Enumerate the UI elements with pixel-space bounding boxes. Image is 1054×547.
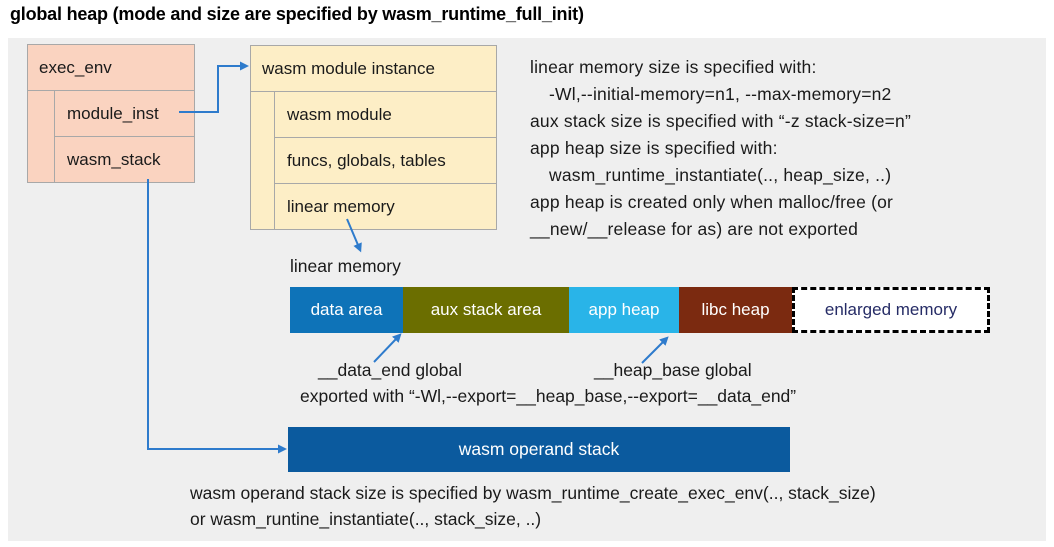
module-instance-row-linear-memory: linear memory [287,197,395,216]
note-line: -Wl,--initial-memory=n1, --max-memory=n2 [549,84,892,104]
wasm-module-instance-header: wasm module instance [251,46,496,92]
exec-env-box: exec_env module_inst wasm_stack [27,44,195,183]
note-line: aux stack size is specified with “-z sta… [530,111,912,131]
wasm-module-instance-indent [251,92,275,229]
exec-env-row-wasm-stack: wasm_stack [67,150,161,169]
size-notes-block: linear memory size is specified with: -W… [530,54,911,243]
note-line: __new/__release for as) are not exported [530,219,859,239]
linear-memory-bar: data area aux stack area app heap libc h… [290,287,990,333]
segment-aux-stack-area: aux stack area [403,287,569,333]
segment-app-heap: app heap [569,287,679,333]
exec-env-header: exec_env [28,45,194,91]
wasm-operand-stack-bar: wasm operand stack [288,427,790,472]
exec-env-row-module-inst: module_inst [55,91,194,137]
linear-memory-label: linear memory [290,256,401,276]
exec-env-indent [28,91,55,182]
note-line: wasm_runtime_instantiate(.., heap_size, … [549,165,892,185]
segment-data-area: data area [290,287,403,333]
wasm-module-instance-body: wasm module funcs, globals, tables linea… [251,92,496,229]
segment-libc-heap: libc heap [679,287,792,333]
export-note: exported with “-Wl,--export=__heap_base,… [300,386,797,406]
note-line: wasm operand stack size is specified by … [190,483,876,503]
module-instance-row-wasm-module: wasm module [275,92,496,138]
diagram-title: global heap (mode and size are specified… [10,4,584,24]
note-line: app heap size is specified with: [530,138,778,158]
module-instance-row-funcs-globals-tables: funcs, globals, tables [275,138,496,184]
data-end-global-label: __data_end global [318,360,463,380]
note-line: linear memory size is specified with: [530,57,817,77]
wasm-module-instance-box: wasm module instance wasm module funcs, … [250,45,497,230]
operand-stack-note: wasm operand stack size is specified by … [190,480,876,532]
segment-enlarged-memory: enlarged memory [792,287,990,333]
heap-base-global-label: __heap_base global [594,360,752,380]
note-line: or wasm_runtine_instantiate(.., stack_si… [190,509,542,529]
note-line: app heap is created only when malloc/fre… [530,192,894,212]
exec-env-body: module_inst wasm_stack [28,91,194,182]
